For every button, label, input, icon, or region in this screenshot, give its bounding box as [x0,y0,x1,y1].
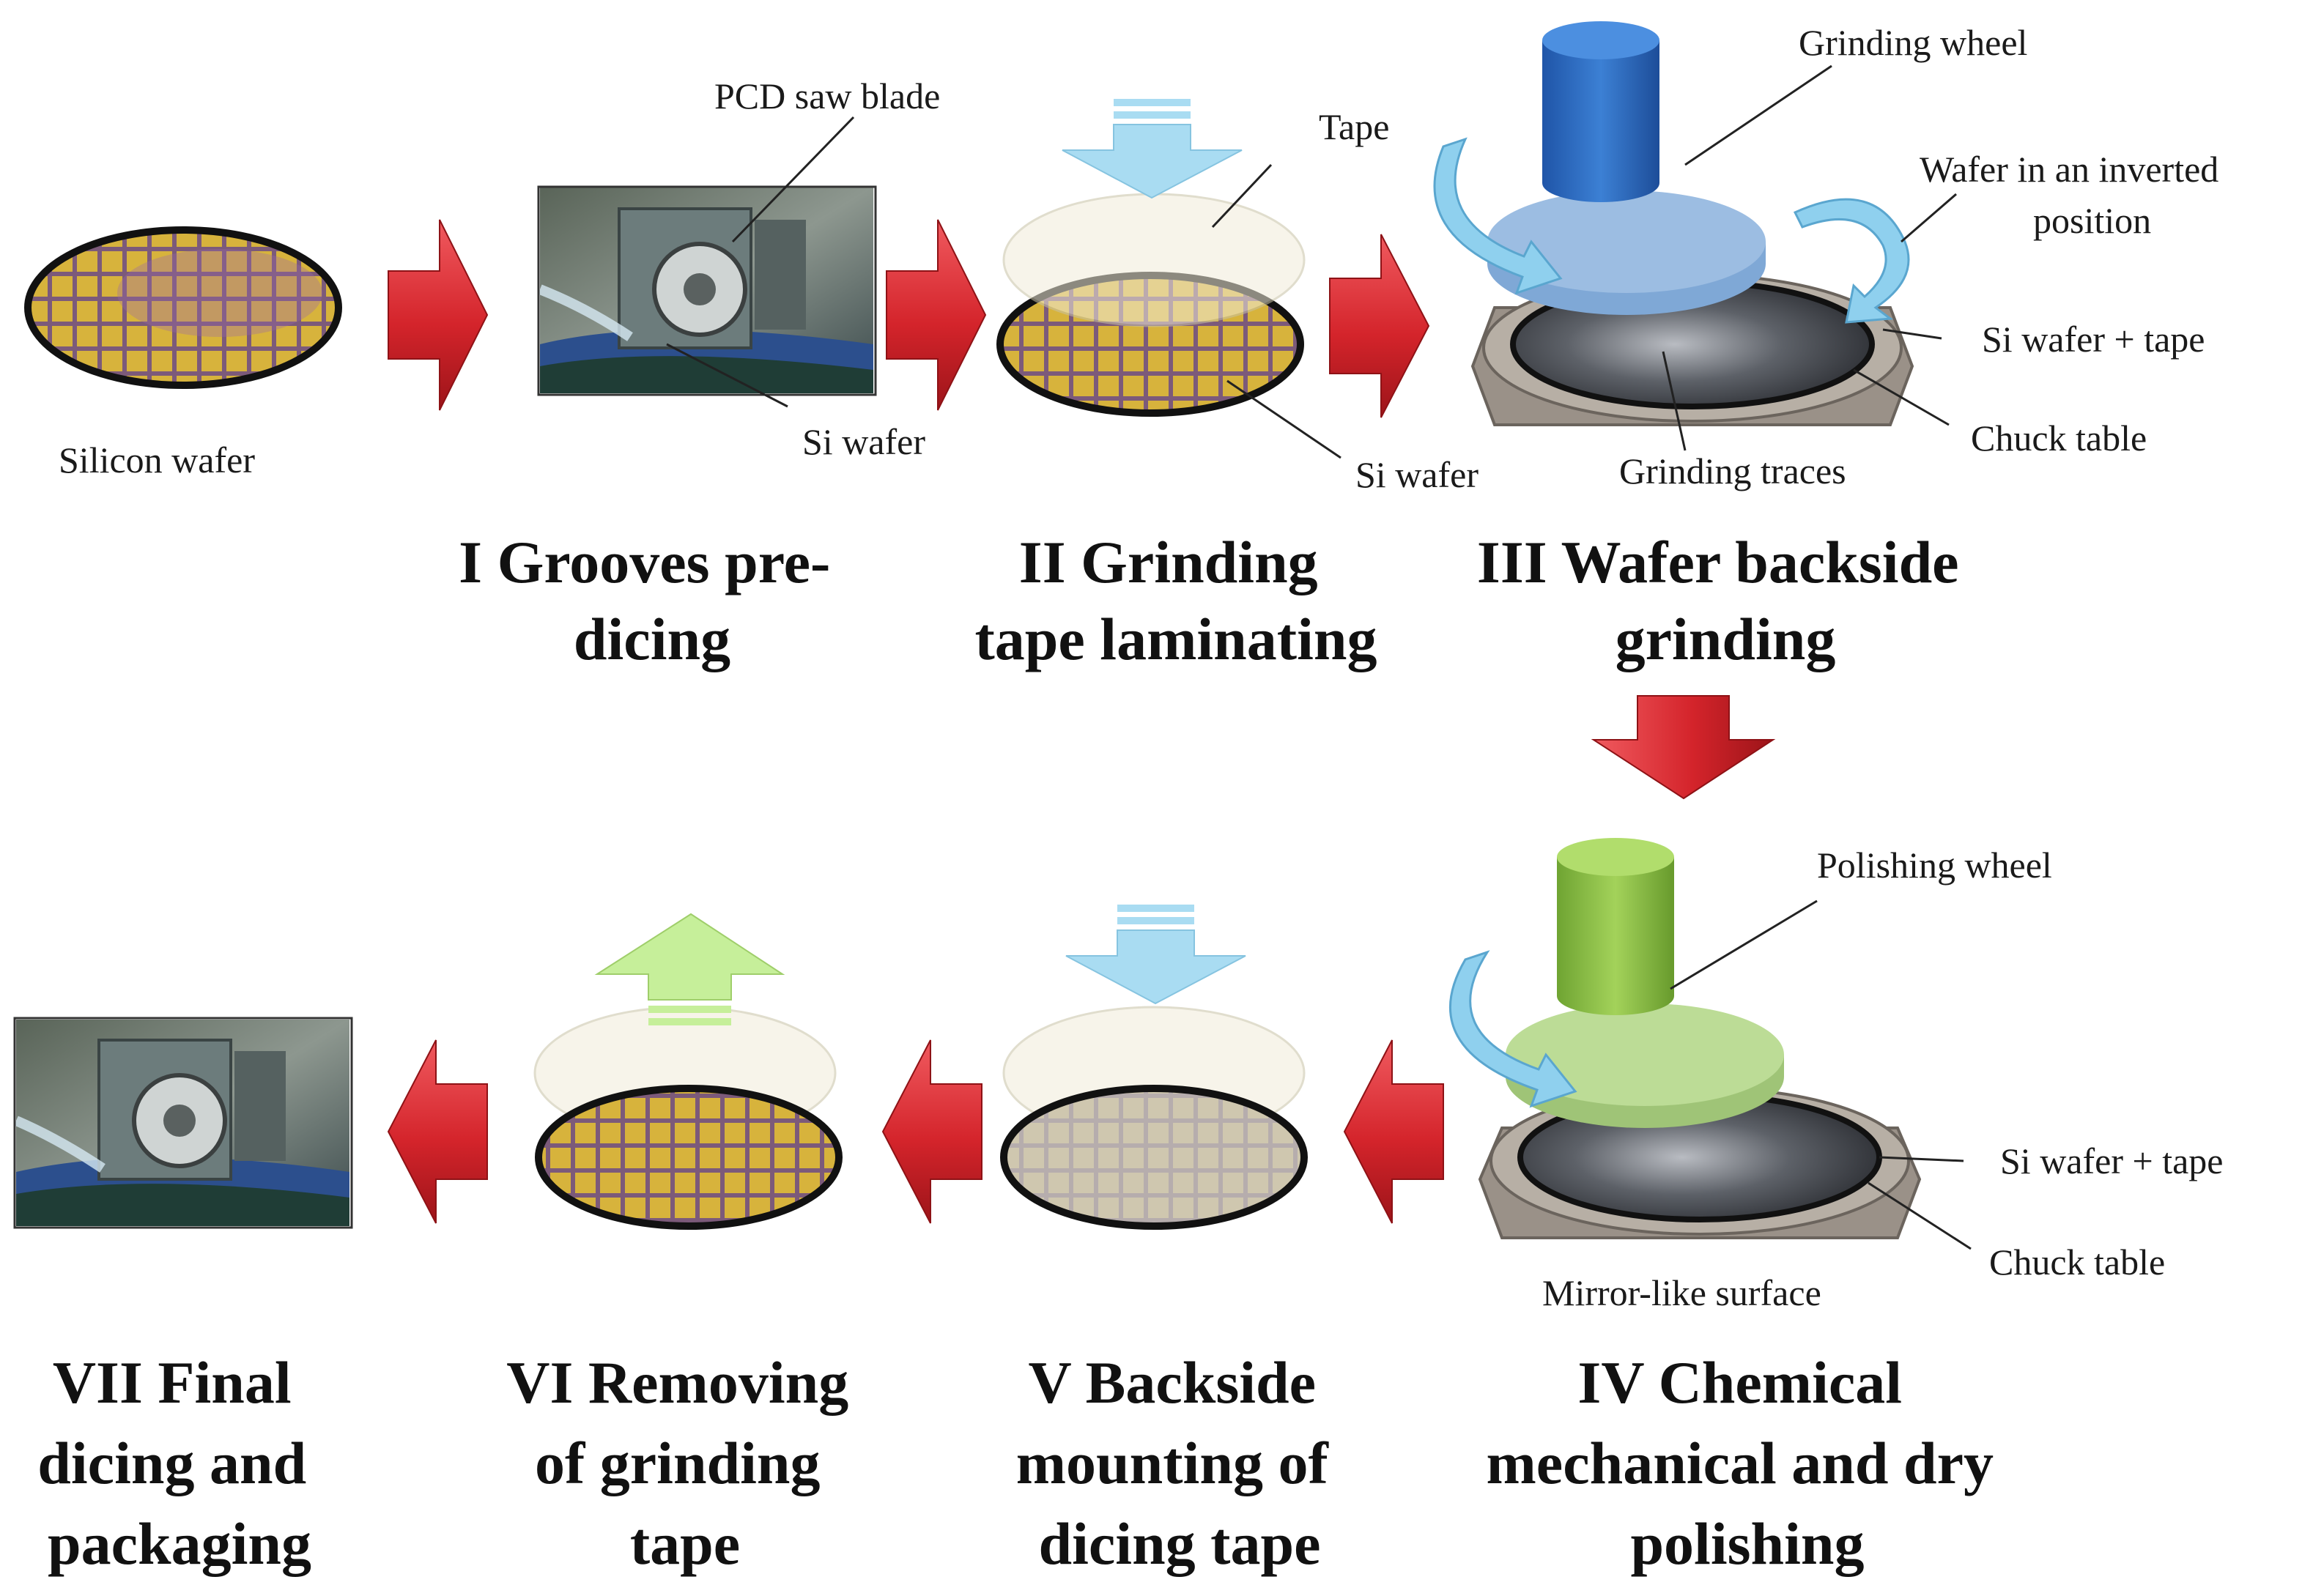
step-title-iii: III Wafer backside grinding [1477,529,1974,672]
final-dicing-photo [13,1017,353,1229]
step-title-vi: VI Removing of grinding tape [506,1349,863,1577]
press-down-arrow [1062,99,1243,199]
flow-arrow-left-1 [1343,1039,1444,1224]
label-si-wafer-tape-1: Si wafer + tape [1982,319,2205,360]
silicon-wafer-illustration [24,226,342,389]
step-title-iv: IV Chemical mechanical and dry polishing [1487,1349,2009,1577]
label-tape: Tape [1319,106,1389,147]
label-silicon-wafer: Silicon wafer [59,439,255,480]
label-wafer-inverted-2: position [2033,200,2151,241]
step-title-ii: II Grinding tape laminating [975,529,1377,672]
flow-arrow-right-3 [1329,234,1430,418]
flow-arrow-down [1591,695,1776,800]
label-pcd-saw-blade: PCD saw blade [714,75,940,116]
label-mirror-surface: Mirror-like surface [1542,1272,1821,1313]
label-si-wafer-tape-2: Si wafer + tape [2000,1140,2223,1181]
leader-lines [666,64,1972,1250]
label-chuck-table-1: Chuck table [1971,417,2147,459]
polishing-illustration [1448,838,1922,1239]
step-title-vii: VII Final dicing and packaging [37,1349,321,1577]
label-wafer-inverted-1: Wafer in an inverted [1920,149,2218,190]
label-polishing-wheel: Polishing wheel [1817,845,2052,886]
saw-blade-photo [537,185,877,396]
backside-grinding-illustration [1433,21,1914,426]
lift-up-arrow [594,913,785,1025]
tape-removal-illustration [533,913,843,1230]
label-si-wafer-2: Si wafer [1355,454,1479,495]
label-si-wafer-1: Si wafer [802,421,925,462]
press-down-arrow [1065,905,1246,1005]
label-chuck-table-2: Chuck table [1989,1241,2165,1283]
flow-arrow-right-2 [886,219,987,411]
flow-arrow-left-3 [387,1039,488,1224]
flow-arrow-right-1 [388,219,489,411]
step-title-v: V Backside mounting of dicing tape [1016,1349,1344,1577]
label-grinding-traces: Grinding traces [1619,450,1846,491]
dicing-tape-mounting-illustration [1000,905,1308,1230]
step-title-i: I Grooves pre- dicing [459,529,845,672]
flow-arrow-left-2 [881,1039,982,1224]
label-grinding-wheel: Grinding wheel [1799,22,2027,63]
tape-laminating-illustration [996,99,1306,417]
